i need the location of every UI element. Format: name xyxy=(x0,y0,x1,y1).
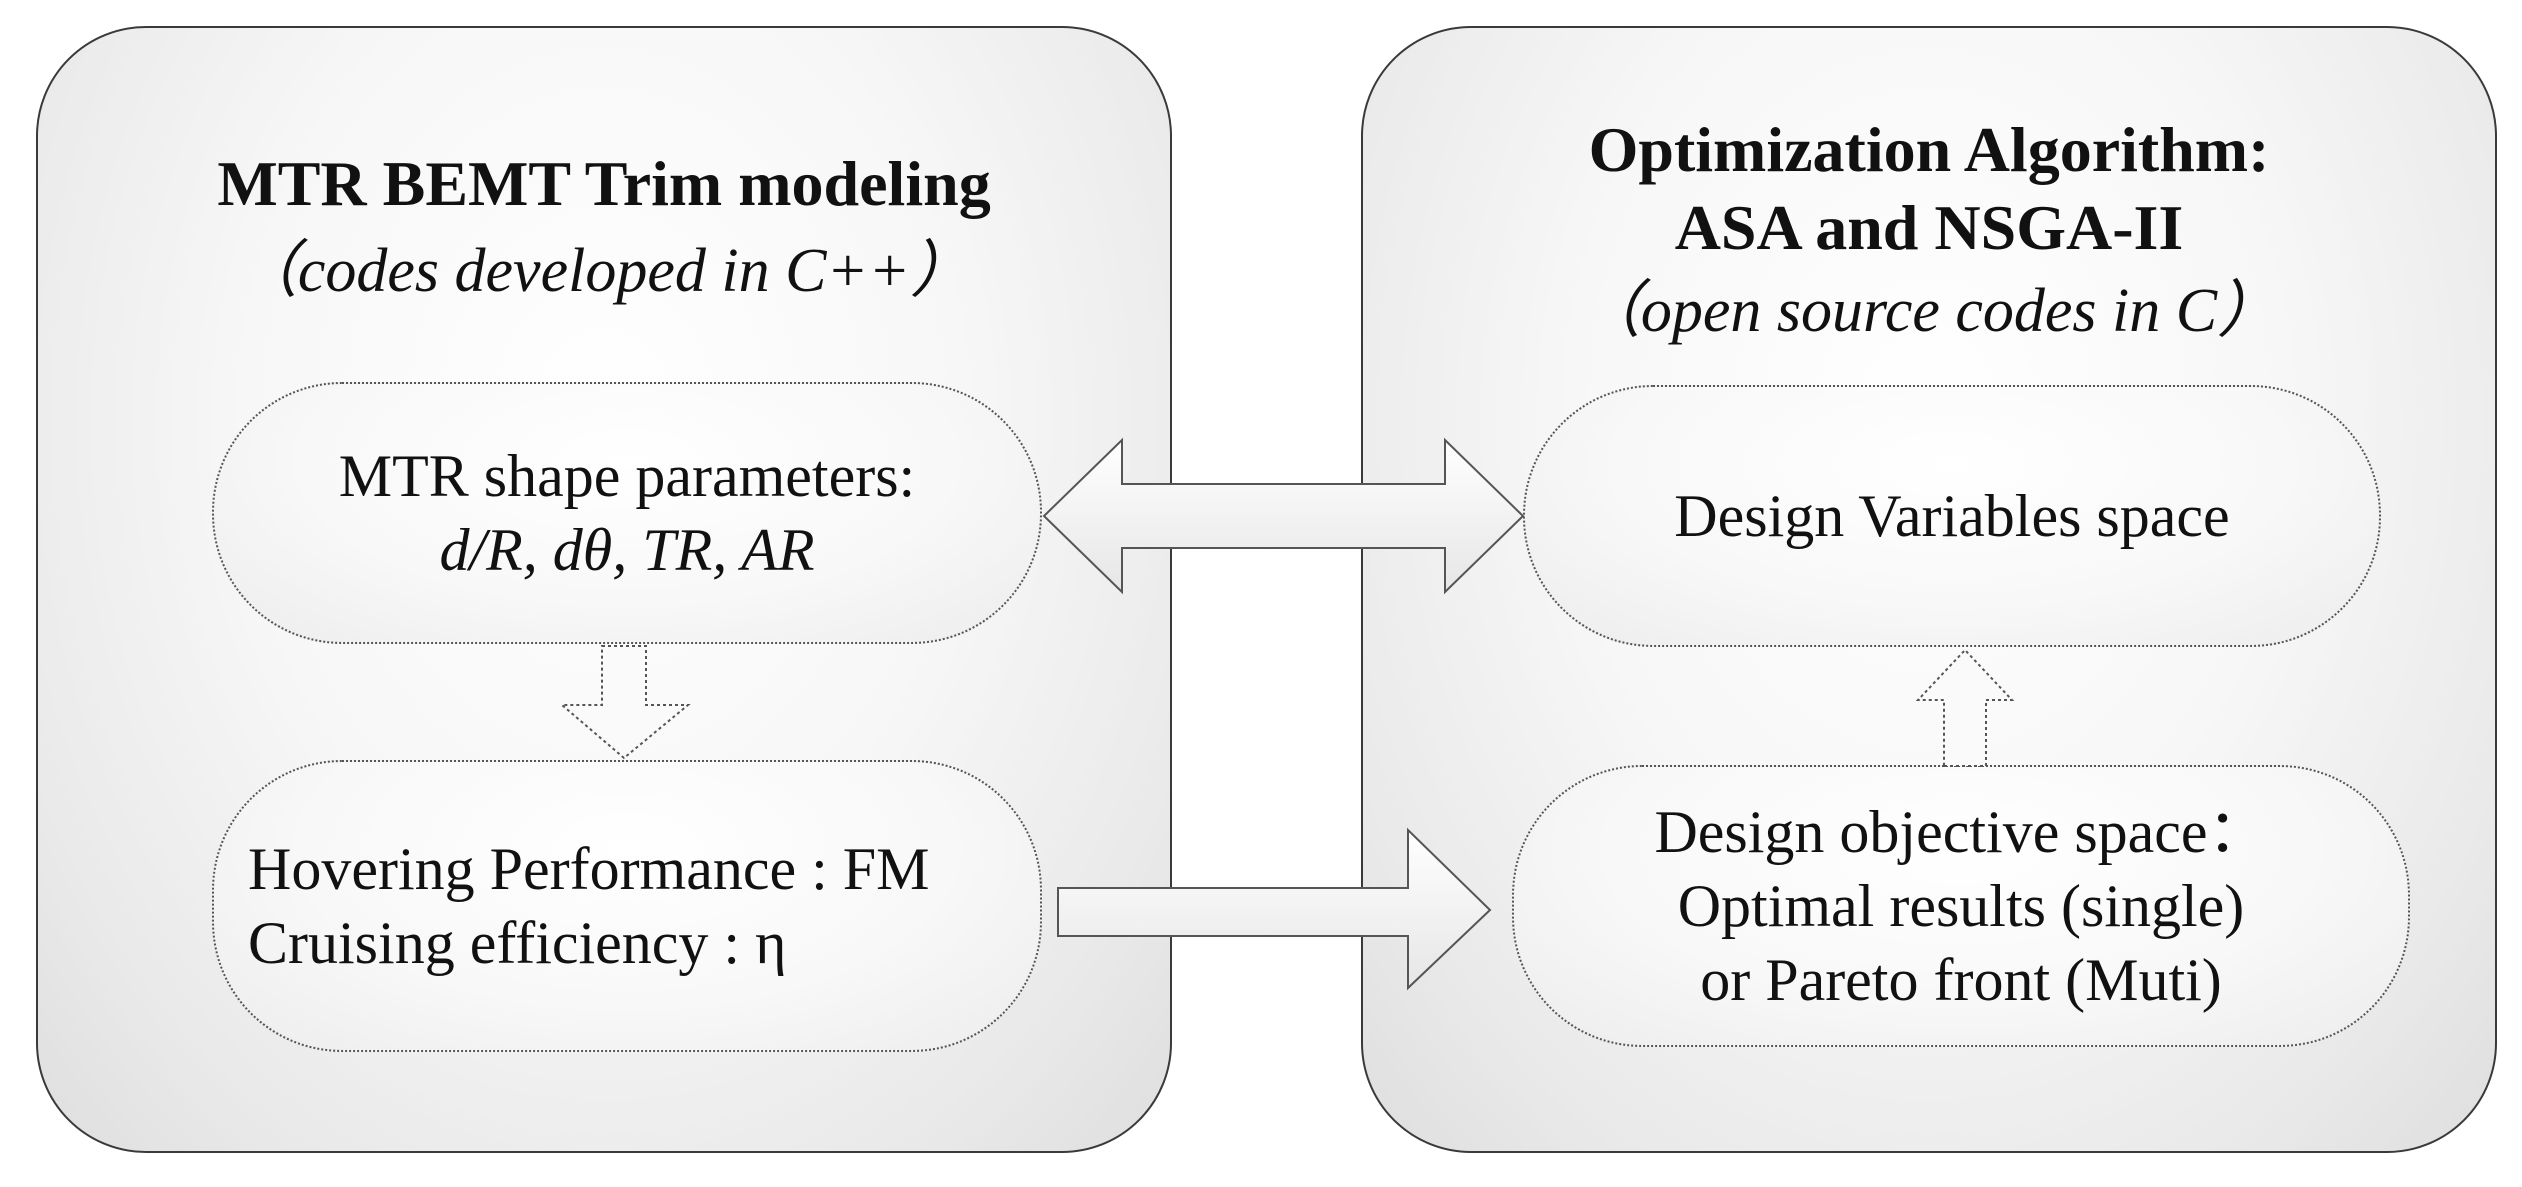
down-arrow xyxy=(559,645,691,760)
design-objective-label: Design objective space： xyxy=(1654,799,2268,865)
shape-parameters-label: MTR shape parameters: xyxy=(338,443,916,509)
bidirectional-arrow xyxy=(1042,437,1525,595)
hovering-performance-label: Hovering Performance : FM xyxy=(248,836,930,902)
optimization-title-line2: ASA and NSGA-II xyxy=(1674,192,2184,263)
optimal-results-label: Optimal results (single) xyxy=(1677,873,2245,939)
optimization-subtitle: （open source codes in C） xyxy=(1578,277,2280,345)
right-arrow xyxy=(1057,827,1492,991)
design-objective-node: Design objective space： Optimal results … xyxy=(1512,765,2410,1047)
mtr-bemt-title: MTR BEMT Trim modeling xyxy=(217,148,991,219)
design-variables-node: Design Variables space xyxy=(1523,385,2381,647)
performance-node: Hovering Performance : FM Cruising effic… xyxy=(212,760,1042,1052)
mtr-bemt-subtitle: （codes developed in C++） xyxy=(235,237,973,305)
pareto-front-label: or Pareto front (Muti) xyxy=(1700,947,2222,1013)
cruising-efficiency-label: Cruising efficiency : η xyxy=(248,910,787,976)
shape-parameters-node: MTR shape parameters: d/R, dθ, TR, AR xyxy=(212,382,1042,644)
up-arrow xyxy=(1915,648,2015,767)
shape-parameters-list: d/R, dθ, TR, AR xyxy=(439,517,815,583)
optimization-title-line1: Optimization Algorithm: xyxy=(1588,114,2270,185)
design-variables-label: Design Variables space xyxy=(1674,483,2230,549)
